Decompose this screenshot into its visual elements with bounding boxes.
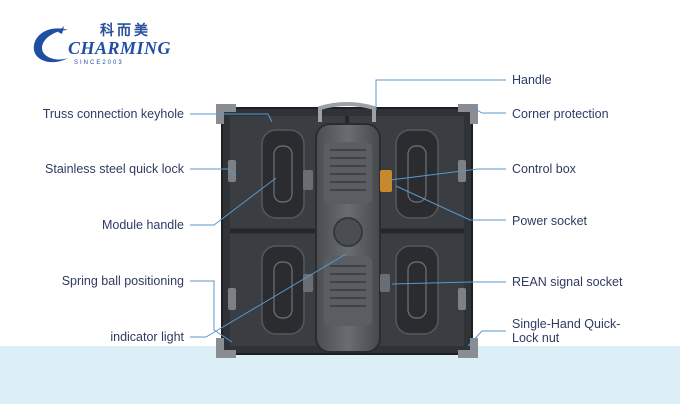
label-truss-connection-keyhole: Truss connection keyhole [42, 107, 184, 121]
top-handle [318, 102, 376, 122]
control-box [303, 123, 392, 353]
label-single-hand-quick-lock-line2: Lock nut [512, 331, 560, 345]
label-control-box: Control box [512, 162, 576, 176]
quick-locks [228, 160, 466, 310]
label-module-handle: Module handle [101, 218, 184, 232]
label-stainless-steel-quick-lock: Stainless steel quick lock [45, 162, 184, 176]
signal-socket-icon [380, 274, 390, 292]
brand-logo: 科而美 CHARMING SINCE2003 [28, 20, 172, 70]
brand-since: SINCE2003 [74, 60, 124, 66]
bottom-band [0, 346, 680, 404]
module-handle-inner [273, 145, 427, 319]
label-handle: Handle [512, 73, 552, 87]
label-rean-signal-socket: REAN signal socket [512, 275, 623, 289]
brand-wordmark: CHARMING [68, 38, 172, 58]
label-power-socket: Power socket [512, 214, 588, 228]
label-spring-ball-positioning: Spring ball positioning [61, 274, 184, 288]
leader-lines [190, 79, 506, 347]
label-indicator-light: indicator light [110, 330, 184, 344]
label-single-hand-quick-lock-line1: Single-Hand Quick- [512, 317, 621, 331]
label-corner-protection: Corner protection [512, 107, 609, 121]
power-socket-icon [380, 170, 392, 192]
brand-chinese-name: 科而美 [100, 23, 151, 39]
logo-swoosh-icon [33, 26, 68, 63]
